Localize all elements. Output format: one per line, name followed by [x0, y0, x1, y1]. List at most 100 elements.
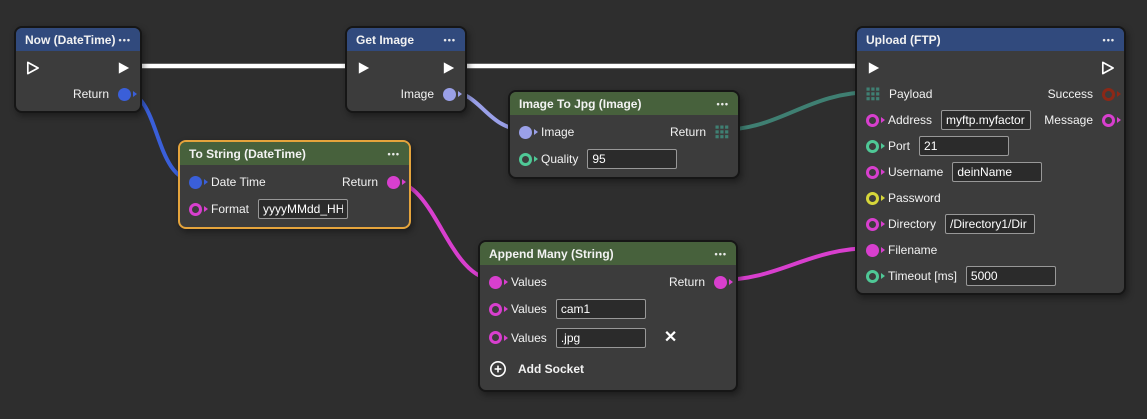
node-menu-button[interactable]: ••• — [443, 34, 456, 45]
wire-string-appendmany-upload[interactable] — [716, 246, 876, 282]
node-upload-ftp[interactable]: Upload (FTP) ••• Payload Success — [855, 26, 1126, 295]
input-label: Date Time — [211, 175, 266, 189]
add-socket-label: Add Socket — [518, 362, 585, 376]
exec-row — [16, 55, 140, 81]
number-socket-icon[interactable] — [866, 139, 879, 153]
input-label: Password — [888, 191, 941, 205]
node-header[interactable]: Upload (FTP) ••• — [857, 28, 1124, 51]
exec-in-socket-icon[interactable] — [866, 60, 881, 76]
wire-bytes-imagetojpg-upload[interactable] — [717, 90, 876, 132]
node-image-to-jpg[interactable]: Image To Jpg (Image) ••• Image Return — [508, 90, 740, 179]
node-title: Get Image — [356, 32, 415, 47]
row-directory: Directory — [857, 211, 1124, 237]
string-socket-icon[interactable] — [866, 243, 879, 257]
node-menu-button[interactable]: ••• — [387, 148, 400, 159]
username-field[interactable] — [952, 162, 1043, 182]
row-filename: Filename — [857, 237, 1124, 263]
string-socket-icon[interactable] — [489, 275, 502, 289]
node-title: Upload (FTP) — [866, 32, 941, 47]
node-header[interactable]: Now (DateTime) ••• — [16, 28, 140, 51]
remove-socket-button[interactable]: ✕ — [663, 328, 678, 346]
input-label: Payload — [889, 87, 933, 101]
row-username: Username — [857, 159, 1124, 185]
output-row-return: Return — [16, 81, 140, 107]
number-socket-icon[interactable] — [519, 152, 532, 166]
row-image-return: Image Return — [510, 119, 738, 145]
string-socket-icon[interactable] — [387, 175, 400, 189]
node-header[interactable]: Image To Jpg (Image) ••• — [510, 92, 738, 115]
values2-field[interactable] — [555, 299, 646, 319]
row-port: Port — [857, 133, 1124, 159]
address-field[interactable] — [941, 110, 1032, 130]
bytes-socket-icon[interactable] — [866, 87, 880, 101]
node-title: To String (DateTime) — [189, 146, 306, 161]
image-socket-icon[interactable] — [519, 125, 532, 139]
exec-row — [347, 55, 465, 81]
row-quality: Quality — [510, 145, 738, 173]
string-socket-icon[interactable] — [489, 331, 502, 344]
circle-plus-icon — [490, 361, 506, 377]
add-socket-button[interactable]: Add Socket — [480, 352, 736, 386]
row-values-2: Values — [480, 295, 736, 323]
node-menu-button[interactable]: ••• — [118, 34, 131, 45]
row-timeout: Timeout [ms] — [857, 263, 1124, 289]
password-socket-icon[interactable] — [866, 191, 879, 205]
output-label: Success — [1047, 87, 1093, 101]
output-row-image: Image — [347, 81, 465, 107]
exec-out-socket-icon[interactable] — [116, 60, 131, 76]
bytes-socket-icon[interactable] — [715, 125, 729, 139]
datetime-socket-icon[interactable] — [189, 175, 202, 189]
string-socket-icon[interactable] — [866, 165, 879, 179]
node-title: Append Many (String) — [489, 246, 614, 261]
node-get-image[interactable]: Get Image ••• Image — [345, 26, 467, 113]
row-format: Format — [180, 195, 409, 223]
string-socket-icon[interactable] — [1102, 113, 1115, 127]
row-values-3: Values ✕ — [480, 323, 736, 352]
node-menu-button[interactable]: ••• — [714, 248, 727, 259]
node-title: Image To Jpg (Image) — [519, 96, 642, 111]
node-append-many[interactable]: Append Many (String) ••• Values Return V… — [478, 240, 738, 392]
datetime-socket-icon[interactable] — [118, 87, 131, 101]
values3-field[interactable] — [555, 327, 646, 348]
row-datetime-return: Date Time Return — [180, 169, 409, 195]
format-field[interactable] — [258, 199, 349, 219]
string-socket-icon[interactable] — [489, 302, 502, 316]
port-field[interactable] — [919, 136, 1010, 156]
directory-field[interactable] — [945, 214, 1036, 234]
node-to-string[interactable]: To String (DateTime) ••• Date Time Retur… — [178, 140, 411, 229]
exec-out-socket-icon[interactable] — [1100, 60, 1115, 76]
exec-out-socket-icon[interactable] — [441, 60, 456, 76]
node-header[interactable]: To String (DateTime) ••• — [180, 142, 409, 165]
string-socket-icon[interactable] — [866, 113, 879, 127]
quality-field[interactable] — [587, 149, 678, 169]
exec-row — [857, 55, 1124, 81]
string-socket-icon[interactable] — [189, 202, 202, 216]
input-label: Port — [888, 139, 911, 153]
input-label: Format — [211, 202, 250, 216]
node-now-datetime[interactable]: Now (DateTime) ••• Return — [14, 26, 142, 113]
node-header[interactable]: Append Many (String) ••• — [480, 242, 736, 265]
exec-in-socket-icon[interactable] — [356, 60, 371, 76]
number-socket-icon[interactable] — [866, 269, 879, 283]
node-menu-button[interactable]: ••• — [716, 98, 729, 109]
output-label: Return — [669, 125, 706, 139]
input-label: Values — [511, 275, 547, 289]
string-socket-icon[interactable] — [714, 275, 727, 289]
timeout-field[interactable] — [965, 266, 1056, 286]
input-label: Filename — [888, 243, 938, 257]
exec-in-socket-icon[interactable] — [25, 60, 40, 76]
node-header[interactable]: Get Image ••• — [347, 28, 465, 51]
input-label: Values — [511, 330, 547, 345]
input-label: Username — [888, 165, 944, 179]
image-socket-icon[interactable] — [443, 87, 456, 101]
row-password: Password — [857, 185, 1124, 211]
node-menu-button[interactable]: ••• — [1102, 34, 1115, 45]
input-label: Timeout [ms] — [888, 269, 957, 283]
success-socket-icon[interactable] — [1102, 87, 1115, 101]
node-title: Now (DateTime) — [25, 32, 116, 47]
output-label: Return — [668, 275, 705, 289]
string-socket-icon[interactable] — [866, 217, 879, 231]
input-label: Quality — [541, 152, 579, 166]
input-label: Values — [511, 302, 547, 316]
